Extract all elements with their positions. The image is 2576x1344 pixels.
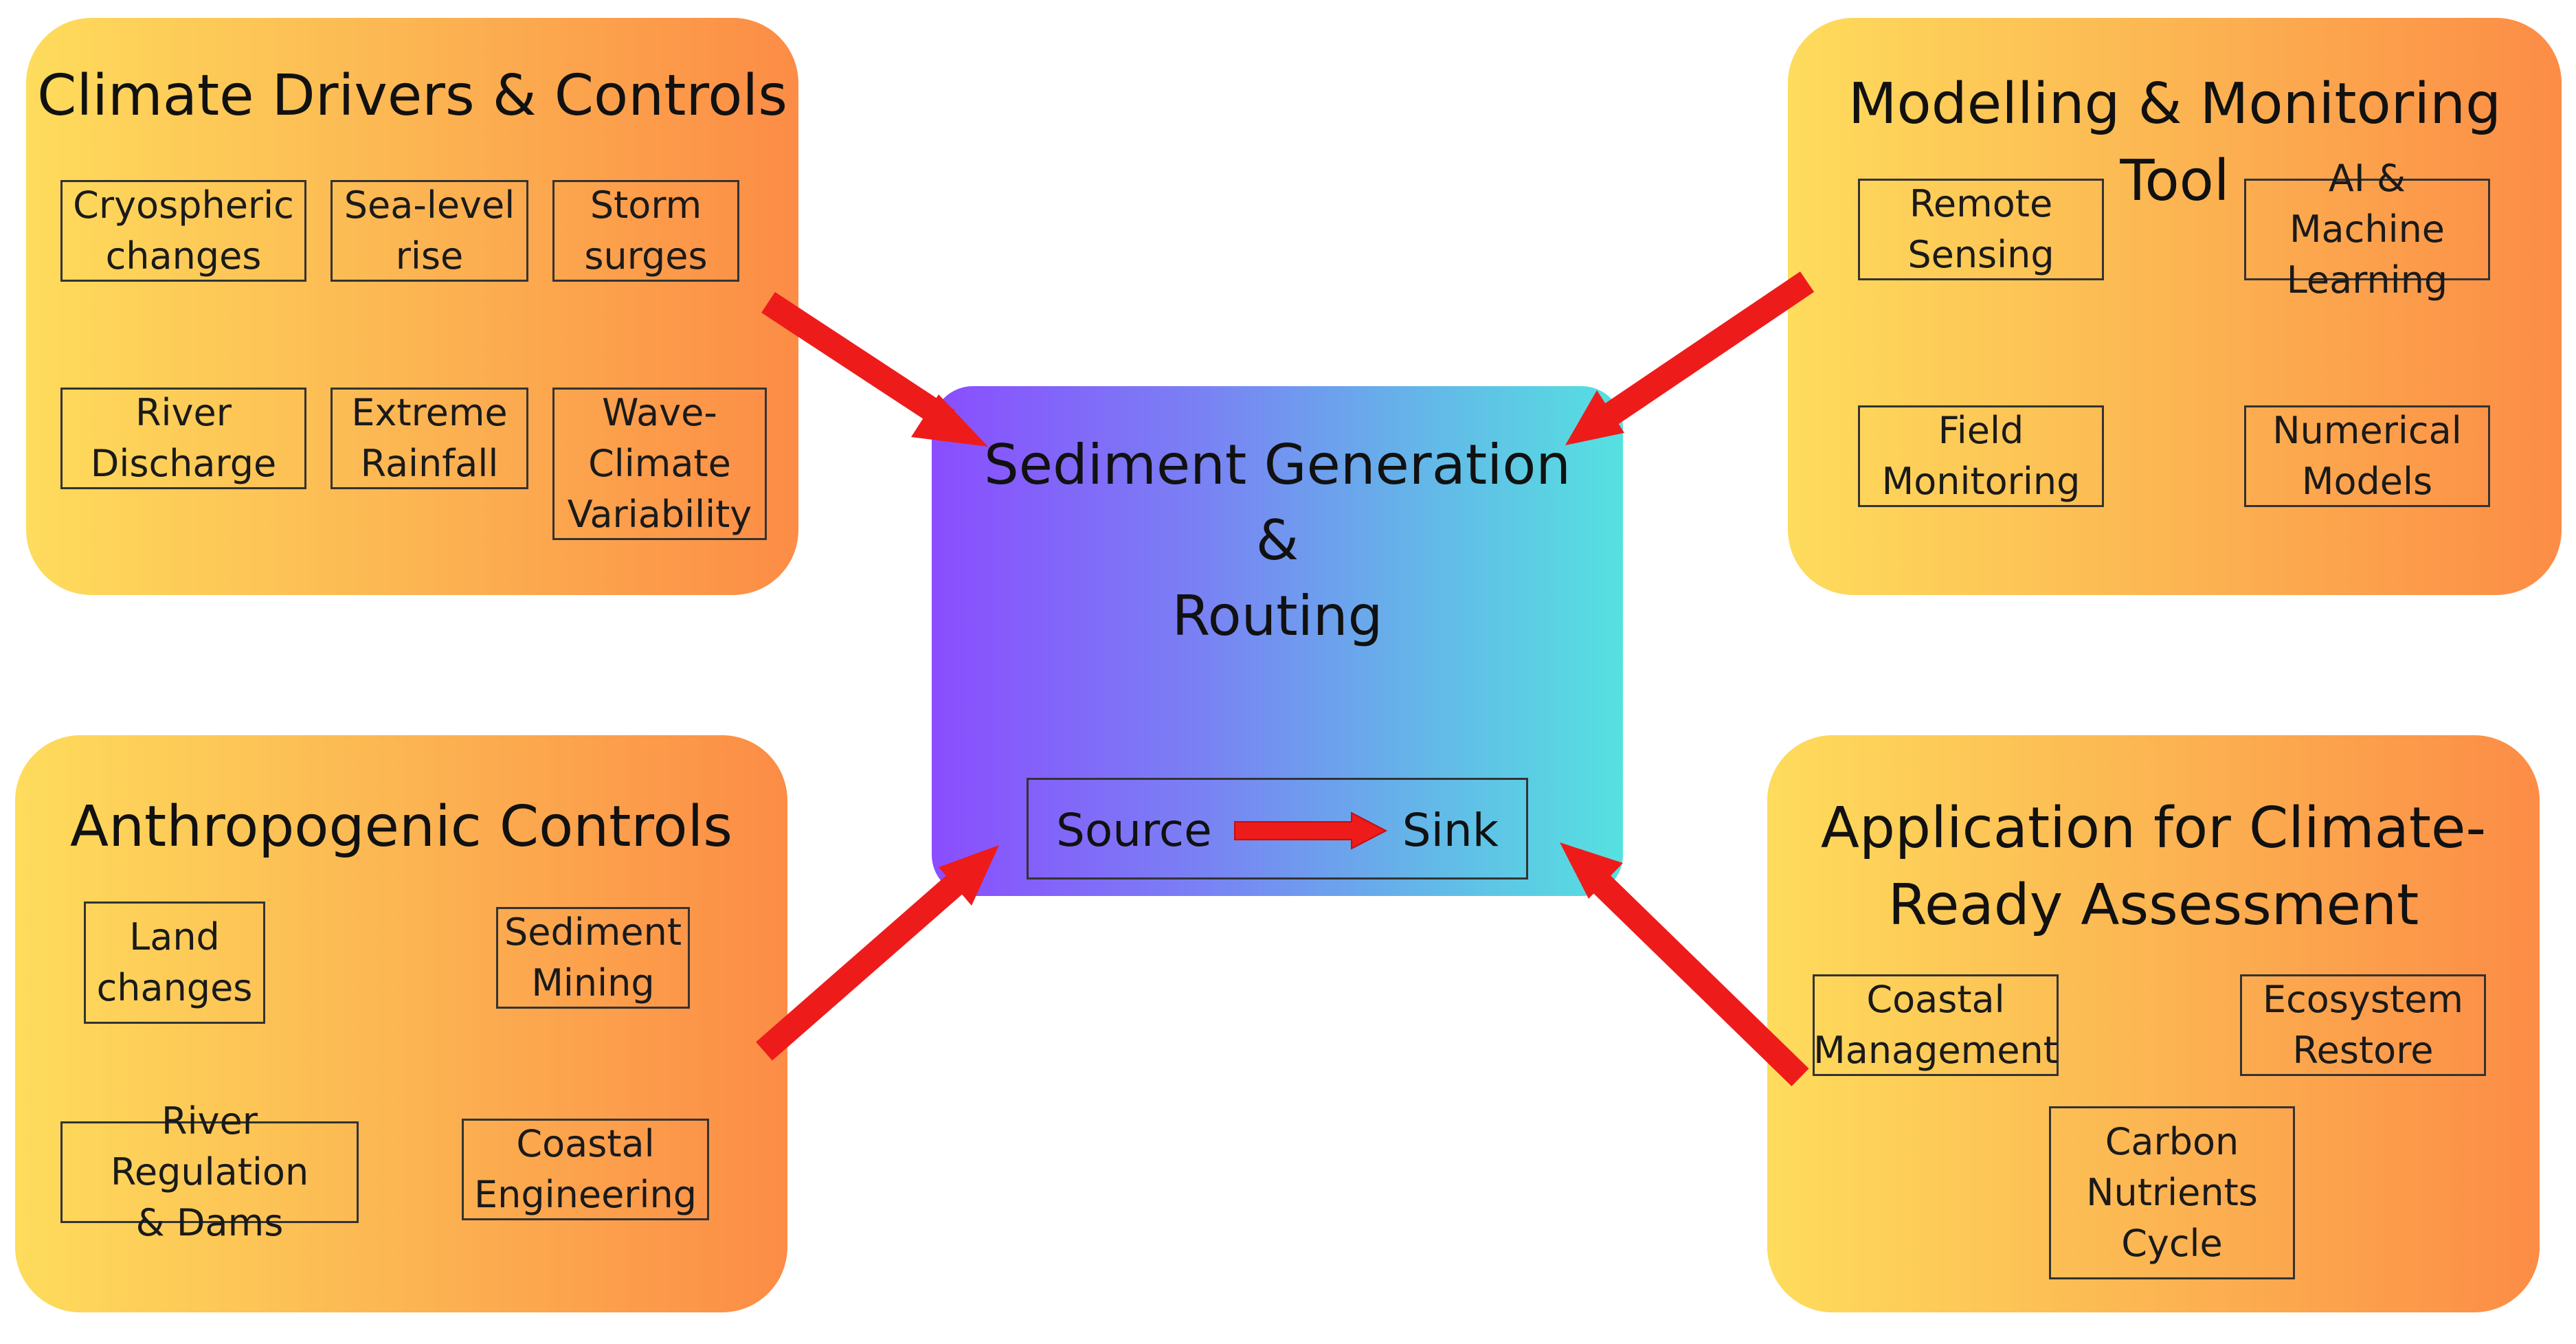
arrow-climate-to-center: [761, 291, 988, 447]
modelling-monitoring-panel: Modelling & Monitoring Tool Remote Sensi…: [1788, 18, 2562, 595]
sediment-routing-node: Sediment Generation & Routing Source Sin…: [932, 386, 1623, 896]
source-label: Source: [1056, 804, 1212, 857]
application-title: Application for Climate- Ready Assessmen…: [1820, 796, 2487, 938]
storm-surges-box: Storm surges: [552, 180, 739, 282]
arrow-application-to-center: [1560, 842, 1809, 1086]
sediment-mining-box: Sediment Mining: [496, 907, 690, 1009]
anthropogenic-controls-panel: Anthropogenic Controls Land changes Sedi…: [15, 735, 787, 1312]
cryospheric-changes-box: Cryospheric changes: [60, 180, 306, 282]
climate-drivers-title: Climate Drivers & Controls: [37, 63, 787, 128]
center-title-line2: &: [1255, 508, 1299, 572]
arrow-anthropogenic-to-center: [756, 845, 999, 1061]
modelling-monitoring-title: Modelling & Monitoring Tool: [1848, 71, 2502, 214]
field-monitoring-box: Field Monitoring: [1858, 405, 2104, 507]
climate-drivers-panel: Climate Drivers & Controls Cryospheric c…: [26, 18, 798, 595]
carbon-nutrients-cycle-box: Carbon Nutrients Cycle: [2049, 1106, 2295, 1279]
source-sink-box: Source Sink: [1027, 778, 1528, 880]
arrow-modelling-to-center: [1565, 271, 1815, 445]
application-panel: Application for Climate- Ready Assessmen…: [1767, 735, 2540, 1312]
source-to-sink-arrow-icon: [1234, 811, 1388, 850]
extreme-rainfall-box: Extreme Rainfall: [331, 388, 528, 489]
river-discharge-box: River Discharge: [60, 388, 306, 489]
land-changes-box: Land changes: [84, 901, 265, 1024]
coastal-engineering-box: Coastal Engineering: [462, 1119, 709, 1220]
numerical-models-box: Numerical Models: [2244, 405, 2490, 507]
center-title-line1: Sediment Generation: [984, 433, 1571, 497]
center-title-line3: Routing: [1172, 584, 1383, 648]
sea-level-rise-box: Sea-level rise: [331, 180, 528, 282]
ecosystem-restore-box: Ecosystem Restore: [2240, 974, 2486, 1076]
anthropogenic-controls-title: Anthropogenic Controls: [69, 794, 733, 860]
remote-sensing-box: Remote Sensing: [1858, 179, 2104, 280]
center-title: Sediment Generation & Routing: [932, 427, 1623, 654]
wave-climate-variability-box: Wave- Climate Variability: [552, 388, 767, 540]
coastal-management-box: Coastal Management: [1813, 974, 2059, 1076]
sink-label: Sink: [1402, 804, 1499, 857]
